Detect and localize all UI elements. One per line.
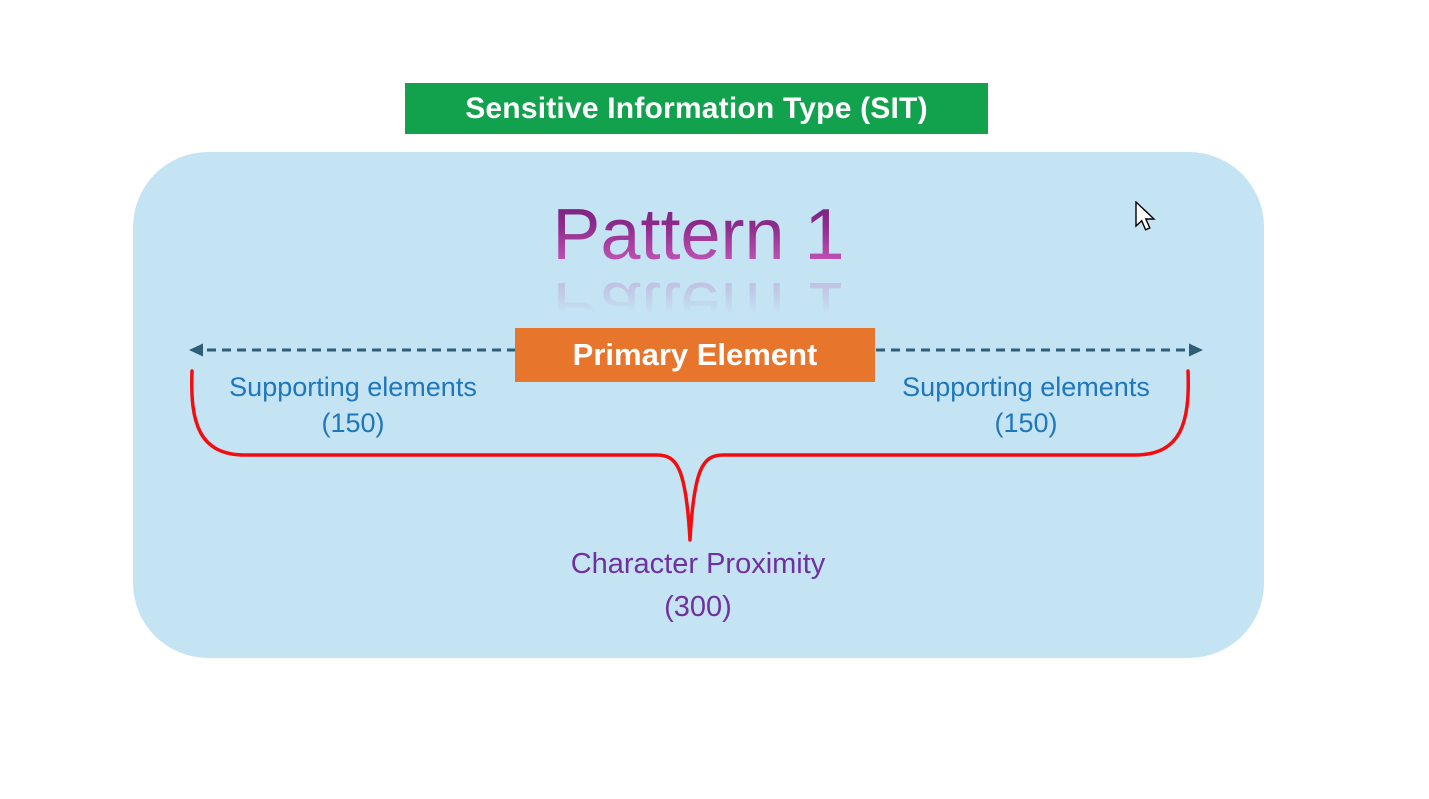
sit-title-label: Sensitive Information Type (SIT) xyxy=(465,91,928,125)
pattern-card xyxy=(133,152,1264,658)
sit-title-banner: Sensitive Information Type (SIT) xyxy=(405,83,988,134)
character-proximity-label: Character Proximity (300) xyxy=(448,543,948,629)
mouse-cursor-icon xyxy=(1135,201,1156,231)
primary-element-box: Primary Element xyxy=(515,328,875,382)
character-proximity-brace-icon xyxy=(189,369,1191,542)
character-proximity-text: Character Proximity xyxy=(570,548,826,580)
supporting-elements-left-count: (150) xyxy=(321,408,385,438)
primary-element-label: Primary Element xyxy=(572,337,818,372)
supporting-elements-left-text: Supporting elements xyxy=(229,372,477,402)
dashed-arrow-left-icon xyxy=(189,343,516,357)
supporting-elements-right-text: Supporting elements xyxy=(902,372,1150,402)
supporting-elements-right: Supporting elements (150) xyxy=(876,369,1176,441)
supporting-elements-left: Supporting elements (150) xyxy=(203,369,503,441)
pattern-title: Pattern 1 xyxy=(133,198,1264,272)
character-proximity-count: (300) xyxy=(664,591,732,623)
supporting-elements-right-count: (150) xyxy=(994,408,1058,438)
dashed-arrow-right-icon xyxy=(876,343,1203,357)
